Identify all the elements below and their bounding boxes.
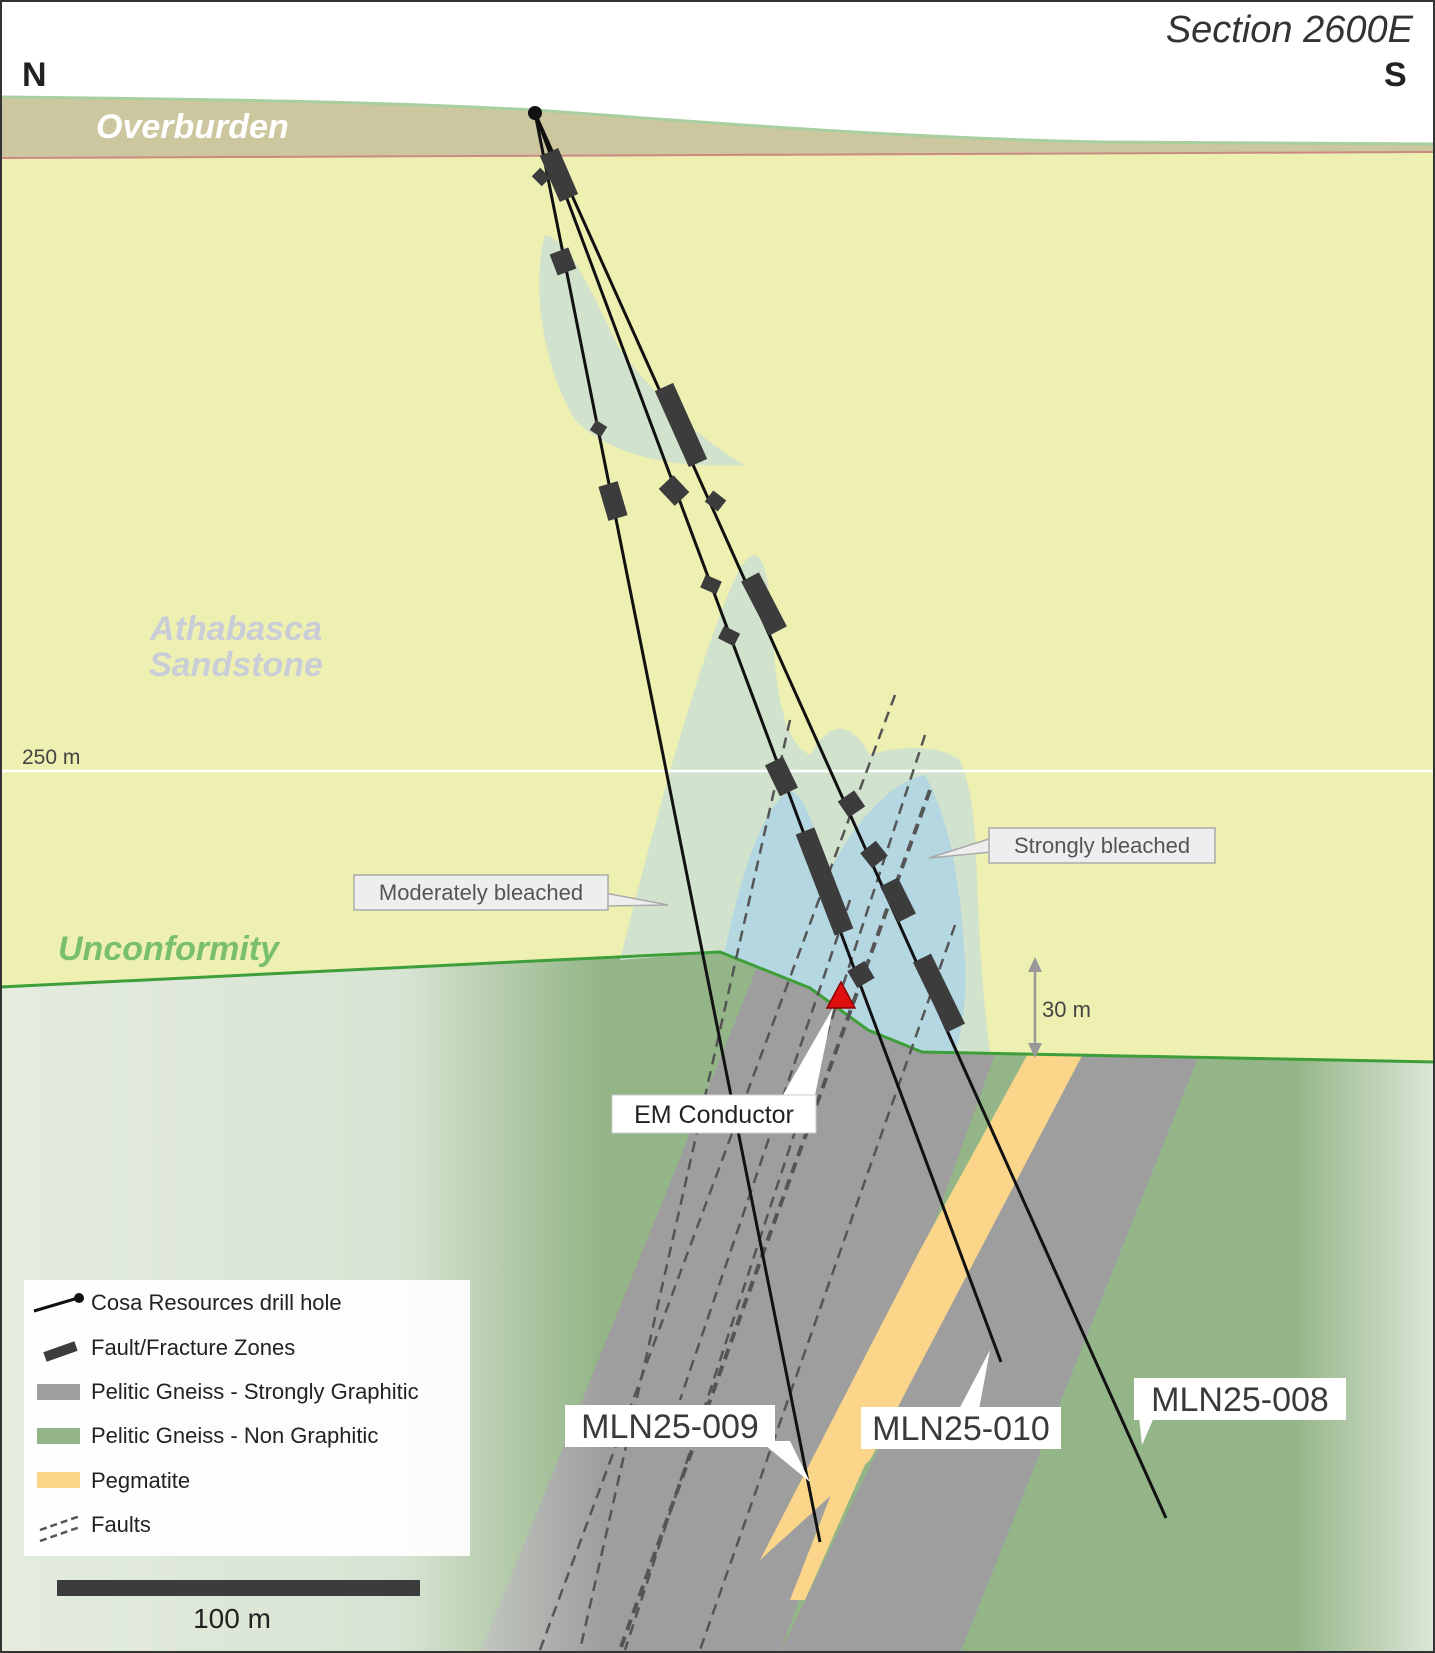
strongly-bleached-callout: Strongly bleached (928, 827, 1216, 864)
mln25-010-label: MLN25-010 (872, 1410, 1050, 1448)
north-label: N (22, 56, 47, 94)
legend-non-graphitic-swatch (37, 1428, 80, 1444)
section-title: Section 2600E (1166, 9, 1414, 51)
em-conductor-marker (825, 980, 857, 1009)
legend-drill-collar-icon (74, 1293, 84, 1303)
moderately-bleached-label: Moderately bleached (379, 880, 583, 905)
callout-pointer (780, 1008, 833, 1100)
drill-hole-trace-mln25-009 (533, 112, 822, 1543)
unconformity-line (0, 950, 1435, 1064)
fracture-zone (531, 167, 551, 187)
fault-line-major (618, 789, 932, 1651)
fracture-zone (847, 960, 875, 989)
legend-label-drill-hole: Cosa Resources drill hole (91, 1290, 342, 1315)
fault-line (698, 924, 957, 1651)
sandstone-label-line2: Sandstone (149, 646, 323, 684)
legend-label-fault-zone: Fault/Fracture Zones (91, 1335, 295, 1360)
sandstone-label-line1: Athabasca (149, 610, 322, 648)
depth-250m-label: 250 m (22, 746, 80, 769)
drill-hole-trace-mln25-010 (533, 112, 1003, 1363)
callout-box (1134, 1378, 1346, 1420)
legend-fault-zone-icon (43, 1341, 78, 1362)
callout-pointer (760, 1441, 810, 1482)
legend-faults-icon (39, 1514, 81, 1543)
legend-pegmatite-swatch (37, 1472, 80, 1488)
height-arrow-down-icon (1028, 1043, 1042, 1058)
fracture-zone (795, 827, 854, 936)
em-conductor-label: EM Conductor (634, 1101, 794, 1129)
scale-bar (57, 1580, 420, 1596)
fracture-zone (654, 382, 708, 468)
hole-label-mln25-009: MLN25-009 (565, 1405, 810, 1482)
mln25-009-label: MLN25-009 (581, 1408, 759, 1446)
fracture-zone (700, 574, 722, 595)
hole-label-mln25-008: MLN25-008 (1134, 1378, 1346, 1445)
basement-group (0, 952, 1435, 1653)
faults-group (538, 694, 957, 1651)
south-label: S (1384, 56, 1407, 94)
legend-label-faults: Faults (91, 1512, 151, 1537)
legend-label-graphitic: Pelitic Gneiss - Strongly Graphitic (91, 1379, 419, 1404)
callout-box (611, 1094, 817, 1134)
height-marker-label: 30 m (1042, 997, 1091, 1022)
callout-box (988, 827, 1216, 864)
legend-label-pegmatite: Pegmatite (91, 1468, 190, 1493)
fracture-zone (598, 481, 628, 521)
fracture-zone (741, 572, 787, 636)
fault-line (538, 694, 897, 1651)
legend-drill-hole-icon (33, 1296, 79, 1313)
fault-line (623, 734, 927, 1651)
fracture-zones (531, 148, 965, 1033)
legend: Cosa Resources drill hole Fault/Fracture… (24, 1280, 470, 1556)
callout-box (353, 874, 609, 911)
fracture-zone (837, 790, 866, 818)
overburden-base-line (0, 151, 1435, 159)
fracture-zone (913, 953, 965, 1033)
legend-box (24, 1280, 470, 1556)
fracture-zone (658, 475, 690, 506)
fracture-zone (539, 148, 579, 202)
drill-collar (528, 106, 542, 120)
callout-box (565, 1405, 775, 1447)
legend-label-non-graphitic: Pelitic Gneiss - Non Graphitic (91, 1423, 378, 1448)
em-conductor-callout: EM Conductor (611, 1008, 833, 1134)
fracture-zone (860, 840, 888, 869)
scale-bar-label: 100 m (193, 1603, 271, 1634)
fracture-zone (704, 490, 727, 512)
mln25-008-label: MLN25-008 (1151, 1381, 1329, 1419)
unconformity-label: Unconformity (58, 930, 281, 968)
fracture-zone (589, 419, 608, 438)
fracture-zone (717, 625, 741, 647)
fracture-zone (764, 756, 799, 797)
fault-line (578, 719, 792, 1651)
moderately-bleached-callout: Moderately bleached (353, 874, 669, 911)
overburden-label: Overburden (96, 108, 289, 146)
height-arrow-up-icon (1028, 957, 1042, 972)
callout-box (861, 1407, 1061, 1449)
fault-line (678, 899, 852, 1401)
fracture-zone (549, 247, 577, 276)
callout-pointer (956, 1350, 990, 1415)
hole-label-mln25-010: MLN25-010 (861, 1350, 1061, 1449)
fracture-zone (880, 877, 916, 923)
strongly-bleached-label: Strongly bleached (1014, 833, 1190, 858)
height-marker-30m: 30 m (1028, 957, 1091, 1058)
legend-graphitic-swatch (37, 1384, 80, 1400)
